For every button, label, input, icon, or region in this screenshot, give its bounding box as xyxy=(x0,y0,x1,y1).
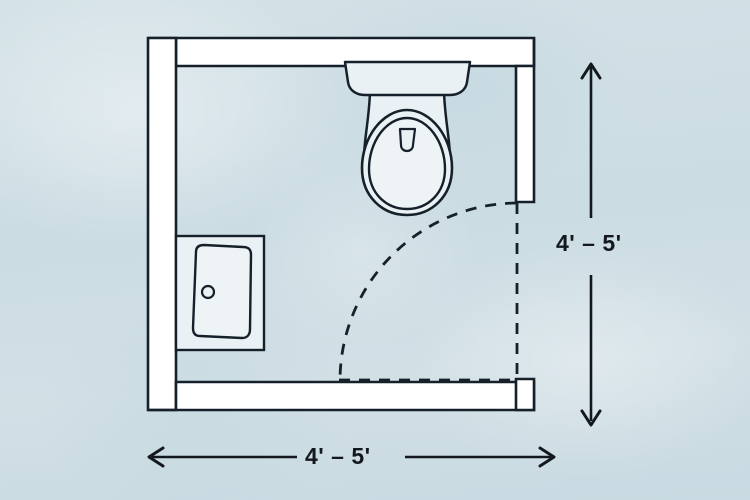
door-swing-arc xyxy=(338,201,517,382)
sink-basin xyxy=(191,243,253,340)
wall-right-upper xyxy=(514,38,536,204)
wall-left xyxy=(146,36,178,412)
door-swing xyxy=(338,201,519,382)
dimension-width-arrow-left xyxy=(147,446,165,468)
dimension-width xyxy=(147,446,556,468)
wall-bottom xyxy=(148,380,536,412)
toilet-fixture xyxy=(343,60,472,217)
dimension-depth-arrow-down xyxy=(580,409,602,427)
dimension-depth-arrow-up xyxy=(580,62,602,80)
toilet-bowl-rim xyxy=(367,116,447,211)
wall-top xyxy=(148,36,536,68)
dimension-width-arrow-right xyxy=(538,446,556,468)
wall-right-lower xyxy=(514,377,536,412)
dimension-depth xyxy=(580,62,602,427)
toilet-tank xyxy=(343,60,472,97)
sink-drain xyxy=(200,284,216,300)
sink-vanity xyxy=(174,234,266,352)
toilet-water-spot xyxy=(398,127,417,153)
dimension-depth-label: 4' – 5' xyxy=(556,230,622,256)
dimension-width-label: 4' – 5' xyxy=(305,443,371,469)
